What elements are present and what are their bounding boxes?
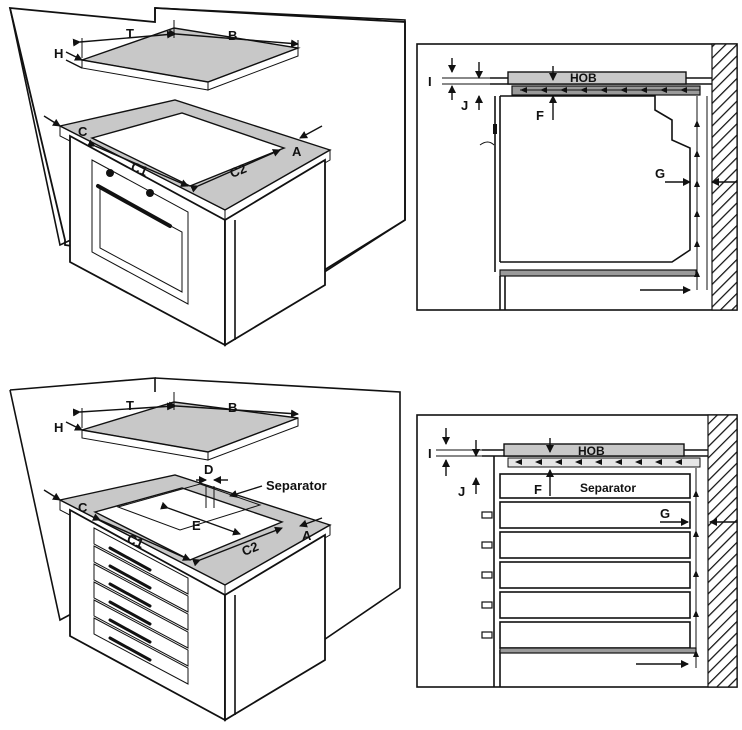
dim-c2-arrow <box>189 149 281 193</box>
label-separator-2: Separator <box>580 481 636 495</box>
dim-c1-arrow <box>86 139 189 187</box>
dim-b-arrow <box>168 29 299 48</box>
wall-hatch <box>711 43 738 311</box>
cabinet-side-2 <box>224 533 326 722</box>
label-t: T <box>126 26 134 41</box>
label-hob-2: HOB <box>578 444 605 458</box>
label-c-2: C <box>78 500 88 515</box>
label-a: A <box>292 144 302 159</box>
label-c: C <box>78 124 88 139</box>
label-c2: C2 <box>228 161 249 181</box>
separator-box <box>499 473 691 499</box>
oven-handle <box>96 184 172 228</box>
label-h: H <box>54 46 63 61</box>
label-h-2: H <box>54 420 63 435</box>
label-separator: Separator <box>266 478 327 493</box>
label-hob: HOB <box>570 71 597 85</box>
dim-t-arrow <box>72 30 175 47</box>
label-i: I <box>428 74 432 89</box>
wall-hatch-2 <box>707 414 738 688</box>
drawer-stack <box>93 527 189 685</box>
label-f: F <box>536 108 544 123</box>
oven <box>91 159 189 305</box>
hob-panel <box>507 71 687 85</box>
label-i-2: I <box>428 446 432 461</box>
label-t-2: T <box>126 398 134 413</box>
cabinet-side <box>224 158 326 347</box>
label-e: E <box>192 518 201 533</box>
top-left-oven-cabinet-view: T B H C A C1 C2 <box>8 6 406 347</box>
label-a-2: A <box>302 528 312 543</box>
top-right-oven-section: HOB G <box>416 43 738 311</box>
label-f-2: F <box>534 482 542 497</box>
label-b: B <box>228 28 237 43</box>
label-j-2: J <box>458 484 465 499</box>
label-g-2: G <box>660 506 670 521</box>
label-d: D <box>204 462 213 477</box>
label-j: J <box>461 98 468 113</box>
label-b-2: B <box>228 400 237 415</box>
label-g: G <box>655 166 665 181</box>
bottom-left-drawer-cabinet-view: T B H D Separator E C A C1 C2 <box>9 377 401 722</box>
bottom-right-drawer-section: HOB Separator <box>416 414 738 688</box>
drawer-section-stack <box>481 501 691 649</box>
label-c2-2: C2 <box>240 539 261 559</box>
